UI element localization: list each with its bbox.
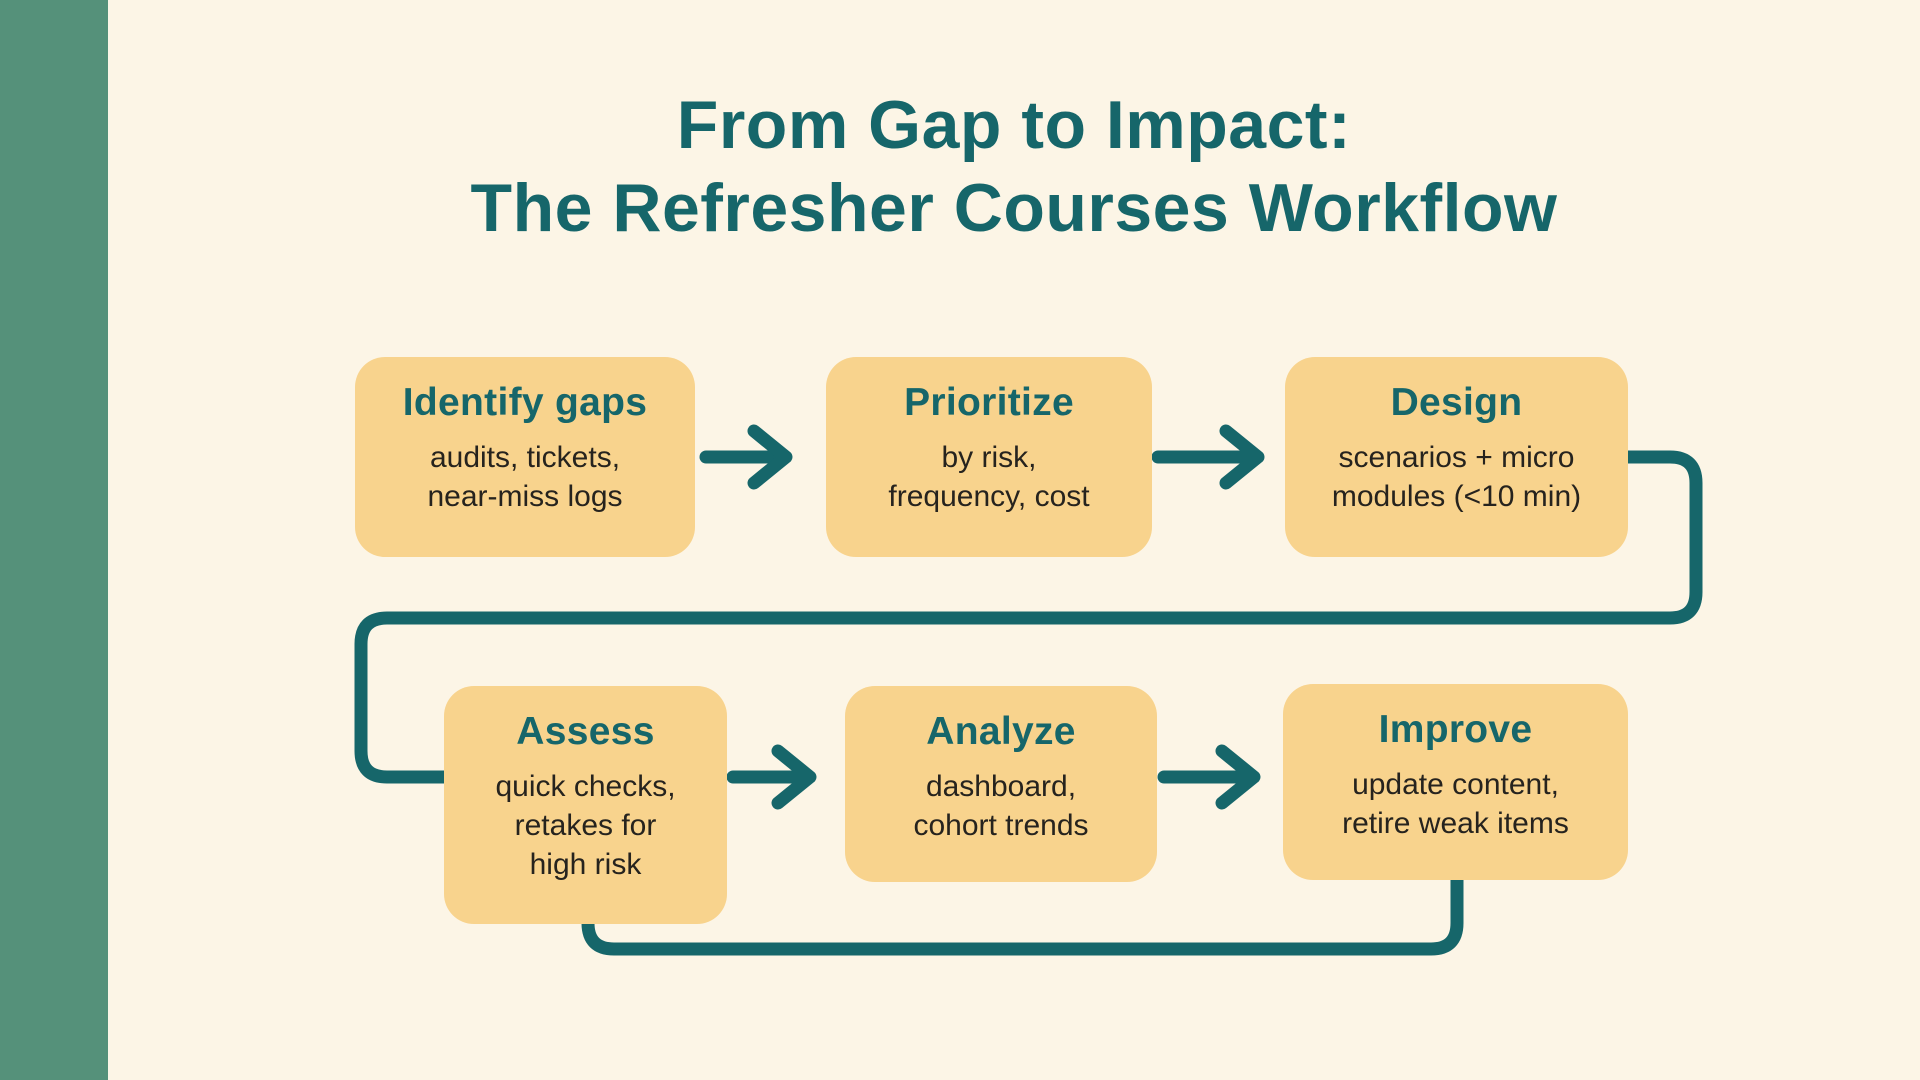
title-line-1: From Gap to Impact: bbox=[676, 87, 1352, 163]
step-title: Assess bbox=[516, 710, 655, 753]
step-subtitle: update content, retire weak items bbox=[1342, 768, 1569, 840]
step-improve: Improve update content, retire weak item… bbox=[1283, 684, 1628, 880]
step-subtitle: by risk, frequency, cost bbox=[888, 441, 1090, 513]
step-analyze: Analyze dashboard, cohort trends bbox=[845, 686, 1157, 882]
step-assess: Assess quick checks, retakes for high ri… bbox=[444, 686, 727, 924]
wrap-connector bbox=[354, 450, 1703, 784]
arrow-right-icon bbox=[1151, 424, 1265, 490]
step-subtitle: scenarios + micro modules (<10 min) bbox=[1331, 441, 1582, 513]
arrow-right-icon bbox=[1157, 744, 1261, 810]
step-subtitle: audits, tickets, near-miss logs bbox=[427, 441, 623, 513]
step-identify-gaps: Identify gaps audits, tickets, near-miss… bbox=[355, 357, 695, 557]
left-accent-stripe bbox=[0, 0, 108, 1080]
step-prioritize: Prioritize by risk, frequency, cost bbox=[826, 357, 1152, 557]
page-title: From Gap to Impact:The Refresher Courses… bbox=[108, 84, 1920, 250]
step-title: Design bbox=[1390, 381, 1523, 424]
feedback-loop-connector bbox=[581, 865, 1464, 956]
arrow-right-icon bbox=[726, 744, 817, 810]
title-line-2: The Refresher Courses Workflow bbox=[470, 170, 1558, 246]
step-title: Improve bbox=[1378, 708, 1533, 751]
step-design: Design scenarios + micro modules (<10 mi… bbox=[1285, 357, 1628, 557]
arrow-right-icon bbox=[699, 424, 793, 490]
step-subtitle: quick checks, retakes for high risk bbox=[495, 770, 676, 881]
step-title: Analyze bbox=[926, 710, 1076, 753]
step-subtitle: dashboard, cohort trends bbox=[913, 770, 1089, 842]
step-title: Prioritize bbox=[904, 381, 1074, 424]
step-title: Identify gaps bbox=[402, 381, 648, 424]
